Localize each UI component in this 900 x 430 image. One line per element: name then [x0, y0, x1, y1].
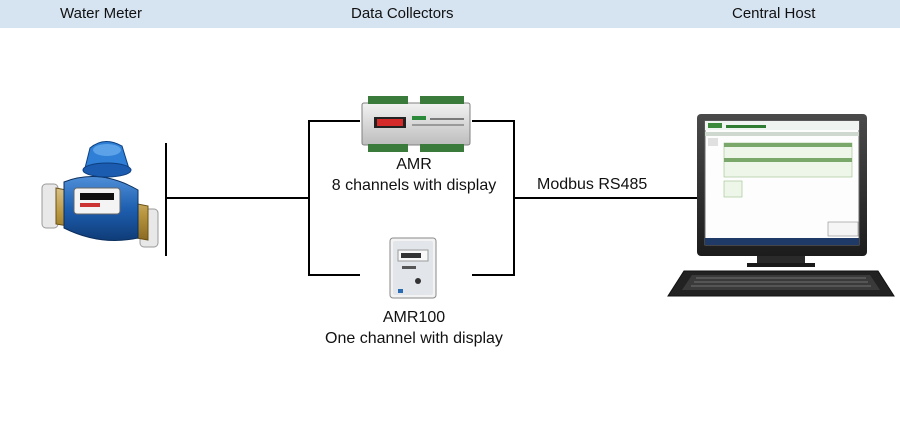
amr-device-description: 8 channels with display	[331, 177, 497, 194]
amr100-device-name: AMR100	[382, 309, 446, 326]
collector-right-bracket	[472, 120, 515, 276]
column-title-water-meter: Water Meter	[60, 5, 142, 22]
din-rail-collector-icon	[361, 96, 471, 152]
bus-protocol-label: Modbus RS485	[537, 176, 648, 193]
collector-left-bracket	[308, 120, 360, 276]
water-meter-icon	[41, 141, 159, 248]
wall-collector-icon	[389, 237, 437, 299]
column-title-central-host: Central Host	[732, 5, 816, 22]
amr100-device-description: One channel with display	[325, 330, 503, 347]
wiring	[165, 120, 697, 276]
header-band	[0, 0, 900, 28]
amr-device-name: AMR	[396, 156, 432, 173]
column-title-data-collectors: Data Collectors	[351, 5, 454, 22]
computer-monitor-icon	[667, 114, 895, 297]
